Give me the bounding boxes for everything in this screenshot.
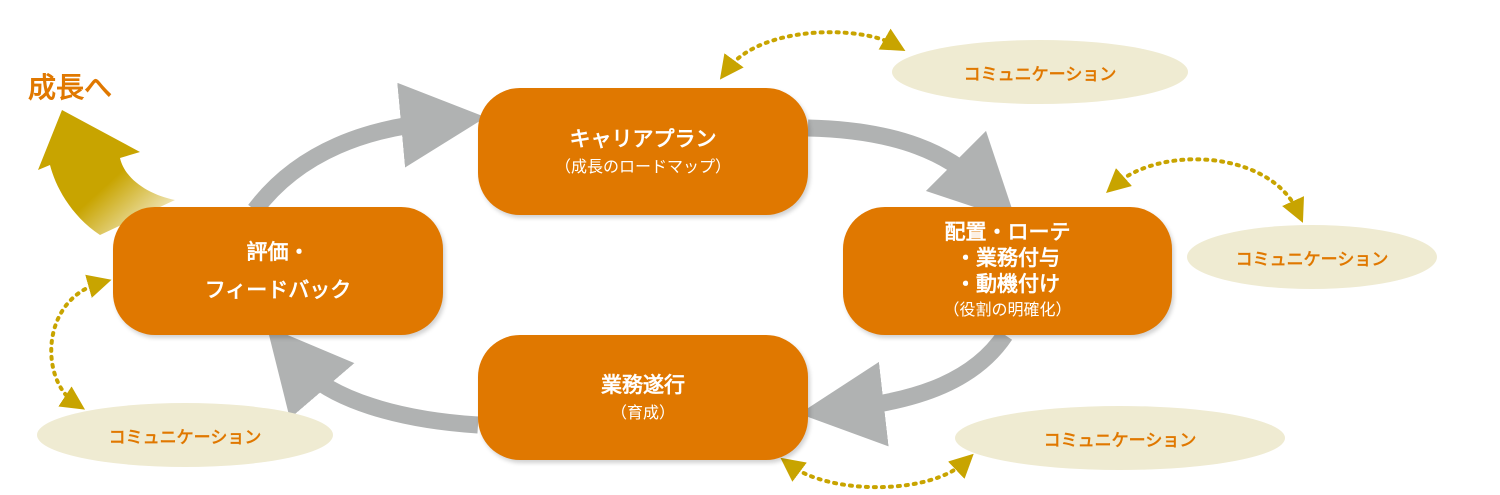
- dotted-arrow-bottom: [780, 453, 974, 490]
- node-line: 配置・ローテ: [944, 220, 1071, 244]
- node-line: ・業務付与: [955, 246, 1060, 270]
- dotted-arrow-left: [49, 274, 112, 410]
- dotted-arrow-right: [1106, 157, 1304, 223]
- growth-arrow: [38, 110, 175, 235]
- node-subtitle: （役割の明確化）: [943, 300, 1072, 319]
- growth-label: 成長へ: [28, 71, 113, 104]
- node-title: キャリアプラン: [569, 126, 717, 151]
- communication-top: コミュニケーション: [892, 40, 1188, 104]
- node-line: 評価・: [246, 240, 310, 264]
- cycle-arrow-career-to-placement: [807, 119, 1017, 222]
- cycle-arrow-placement-to-execution: [799, 330, 1013, 447]
- node-line: フィードバック: [204, 278, 352, 302]
- node-subtitle: （育成）: [610, 402, 675, 422]
- node-subtitle: （成長のロードマップ）: [554, 156, 731, 176]
- node-title: 業務遂行: [601, 372, 685, 397]
- communication-left: コミュニケーション: [37, 403, 333, 467]
- dotted-arrow-top: [719, 28, 906, 80]
- communication-bottom: コミュニケーション: [955, 406, 1285, 470]
- node-career-plan: キャリアプラン （成長のロードマップ）: [478, 88, 808, 215]
- cycle-arrow-execution-to-eval: [266, 326, 479, 434]
- node-placement: 配置・ローテ ・業務付与 ・動機付け （役割の明確化）: [843, 207, 1172, 335]
- node-line: ・動機付け: [955, 272, 1060, 296]
- node-execution: 業務遂行 （育成）: [478, 335, 808, 460]
- node-evaluation: 評価・ フィードバック: [113, 207, 443, 335]
- cycle-arrow-eval-to-career: [248, 82, 486, 216]
- communication-right: コミュニケーション: [1187, 225, 1437, 289]
